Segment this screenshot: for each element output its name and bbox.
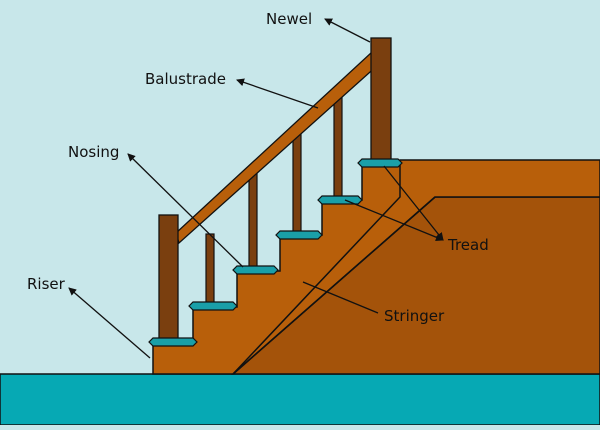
nosing-step-5	[317, 195, 363, 205]
tread-leader-1	[344, 199, 444, 242]
balustrade-label: Balustrade	[145, 70, 226, 88]
newel-leader	[324, 18, 371, 43]
stringer-label: Stringer	[384, 307, 445, 325]
baluster	[205, 233, 215, 308]
baluster	[333, 91, 343, 201]
riser-leader	[68, 287, 151, 359]
tread-leader-2	[383, 165, 444, 241]
nosing-step-6	[357, 158, 403, 168]
top-newel-post	[370, 37, 392, 162]
nosing-step-1	[148, 337, 198, 347]
stringer-leader	[302, 281, 379, 314]
tread-label: Tread	[447, 236, 489, 254]
bottom-newel-post	[158, 214, 179, 343]
nosing-step-4	[275, 230, 323, 240]
nosing-label: Nosing	[68, 143, 119, 161]
nosing-step-2	[188, 301, 238, 311]
balustrade-leader	[236, 78, 319, 109]
ground	[0, 373, 600, 426]
riser-label: Riser	[27, 275, 66, 293]
nosing-leader	[127, 153, 244, 268]
baluster	[248, 169, 258, 272]
nosing-step-3	[232, 265, 279, 275]
baluster	[292, 130, 302, 236]
newel-label: Newel	[266, 10, 312, 28]
stringer-edge	[232, 196, 436, 375]
